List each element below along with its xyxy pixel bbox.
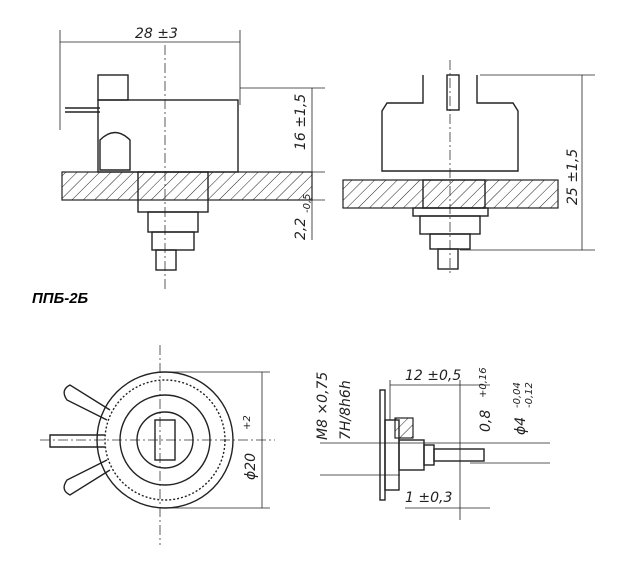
shaft-view: M8 ×0,75 7H/8h6h 12 ±0,5 0,8 +0,16 ϕ4 -0…	[315, 367, 550, 520]
dim-thread-fit: 7H/8h6h	[338, 380, 354, 440]
dim-shaft-dia-tol-lower: -0,12	[524, 382, 535, 408]
dim-shaft-dia: ϕ4	[513, 417, 529, 435]
dim-body-dia-tol: +2	[242, 415, 253, 430]
dim-slot: 0,8	[478, 410, 494, 432]
dim-panel-2-2-tol: -0,5	[302, 193, 313, 213]
dim-width-28: 28 ±3	[135, 26, 178, 42]
dim-shaft-dia-tol-upper: -0,04	[512, 382, 523, 408]
side-view-left: 28 ±3 16 ±1,5 2,2 -0,5	[59, 26, 325, 290]
dim-height-25: 25 ±1,5	[565, 149, 581, 205]
dim-flat: 1 ±0,3	[405, 490, 452, 506]
dim-body-dia: ϕ20	[243, 453, 259, 480]
dim-shaft-length: 12 ±0,5	[405, 368, 461, 384]
dim-height-16: 16 ±1,5	[293, 94, 309, 150]
model-title: ППБ-2Б	[32, 290, 89, 307]
dim-slot-tol: +0,16	[478, 367, 489, 398]
side-view-right: 25 ±1,5	[342, 60, 595, 275]
dim-panel-2-2: 2,2	[293, 218, 309, 240]
dim-thread: M8 ×0,75	[315, 372, 331, 440]
front-view: ϕ20 +2	[40, 345, 275, 545]
